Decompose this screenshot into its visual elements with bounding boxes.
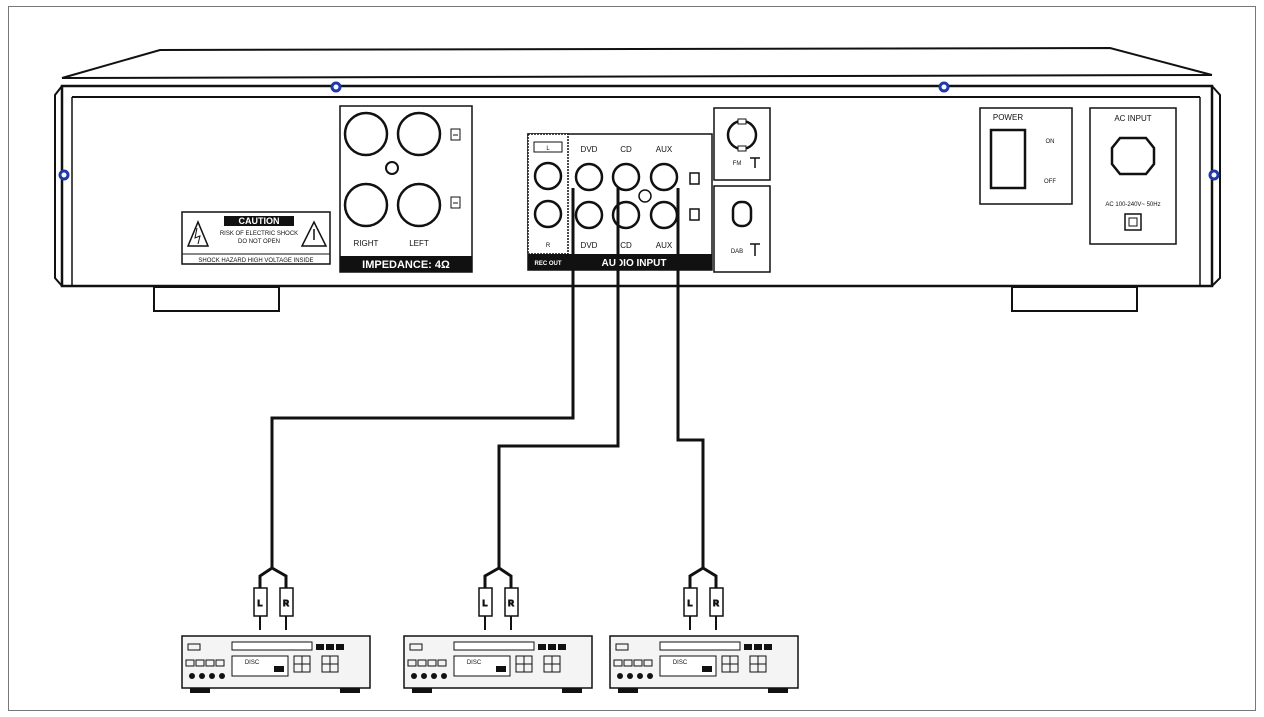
rec-out-label: REC OUT: [535, 261, 562, 267]
screw-icon: [1208, 169, 1220, 181]
audio-input-label: AUDIO INPUT: [602, 258, 667, 269]
device-display-text: DISC: [245, 660, 260, 666]
impedance-label: IMPEDANCE: 4Ω: [362, 259, 450, 271]
plug-r-label: R: [508, 599, 514, 608]
rec-out-l-label: L: [546, 146, 550, 152]
audio-jack-panel: L R DVD CD AUX DVD CD AUX REC OUT AUDIO …: [527, 133, 713, 271]
ac-socket-icon: [1110, 136, 1156, 176]
antenna-terminals: FM DAB: [713, 107, 771, 273]
audio-cables: [270, 188, 705, 568]
speaker-terminals: RIGHT LEFT IMPEDANCE: 4Ω: [339, 105, 473, 273]
dab-label: DAB: [731, 249, 743, 255]
rca-plug-set-3: L R: [683, 566, 724, 630]
audio-aux-label-bottom: AUX: [656, 241, 673, 250]
warning-bolt-icon: [186, 220, 210, 247]
rec-out-r-label: R: [546, 243, 551, 249]
dvd-l-jack: [574, 162, 604, 192]
plug-l-label: L: [258, 599, 263, 608]
speaker-terminal: [343, 111, 389, 157]
caution-line-1: RISK OF ELECTRIC SHOCK: [220, 231, 298, 237]
ac-input-panel: AC INPUT AC 100-240V~ 50Hz: [1089, 107, 1177, 245]
ac-spec: AC 100-240V~ 50Hz: [1105, 202, 1160, 208]
source-device-2: DISC: [403, 635, 593, 693]
warning-exclamation-icon: [300, 220, 328, 247]
caution-line-2: DO NOT OPEN: [238, 239, 280, 245]
audio-cd-label-top: CD: [620, 145, 632, 154]
plug-r-label: R: [713, 599, 719, 608]
rec-out-r-jack: [533, 199, 563, 229]
screw-icon: [938, 81, 950, 93]
speaker-terminal: [343, 182, 389, 228]
cable-dvd: [270, 188, 575, 568]
dvd-r-jack: [574, 200, 604, 230]
rca-plug-set-1: L R: [253, 566, 294, 630]
power-off-label: OFF: [1044, 179, 1056, 185]
diagram-frame: [8, 6, 1256, 711]
device-display-text: DISC: [673, 660, 688, 666]
device-display-text: DISC: [467, 660, 482, 666]
speaker-terminal: [396, 182, 442, 228]
speaker-terminal: [396, 111, 442, 157]
speaker-left-label: LEFT: [409, 239, 429, 248]
power-switch: [989, 128, 1027, 190]
cable-cd: [497, 188, 620, 568]
screw-icons: [58, 81, 1220, 181]
ac-input-title: AC INPUT: [1114, 114, 1151, 123]
rca-plug-sets: L R L R L R: [253, 566, 724, 630]
plug-l-label: L: [483, 599, 488, 608]
source-device-1: DISC: [181, 635, 371, 693]
plug-r-label: R: [283, 599, 289, 608]
audio-cd-label-bottom: CD: [620, 241, 632, 250]
caution-title: CAUTION: [239, 216, 280, 226]
audio-aux-label-top: AUX: [656, 145, 673, 154]
caution-label: CAUTION RISK OF ELECTRIC SHOCK DO NOT OP…: [181, 211, 331, 265]
screw-icon: [330, 81, 342, 93]
caution-bottom-text: SHOCK HAZARD HIGH VOLTAGE INSIDE: [198, 258, 313, 264]
dab-antenna-jack: [731, 200, 753, 228]
screw-icon: [58, 169, 70, 181]
antenna-icon: [750, 243, 760, 256]
receiver-unit: [54, 46, 1221, 312]
audio-dvd-label-top: DVD: [581, 145, 598, 154]
fm-label: FM: [733, 161, 742, 167]
rec-out-l-jack: [533, 161, 563, 191]
rca-plug-set-2: L R: [478, 566, 519, 630]
plug-l-label: L: [688, 599, 693, 608]
audio-dvd-label-bottom: DVD: [581, 241, 598, 250]
cd-l-jack: [611, 162, 641, 192]
source-device-3: DISC: [609, 635, 799, 693]
power-title: POWER: [993, 113, 1023, 122]
source-devices: DISC DISC DISC: [181, 635, 799, 693]
cable-aux: [676, 188, 705, 568]
power-on-label: ON: [1046, 139, 1055, 145]
aux-l-jack: [649, 162, 679, 192]
antenna-icon: [750, 157, 760, 168]
speaker-right-label: RIGHT: [354, 239, 379, 248]
cd-r-jack: [611, 200, 641, 230]
power-switch-panel: POWER ON OFF: [979, 107, 1073, 205]
